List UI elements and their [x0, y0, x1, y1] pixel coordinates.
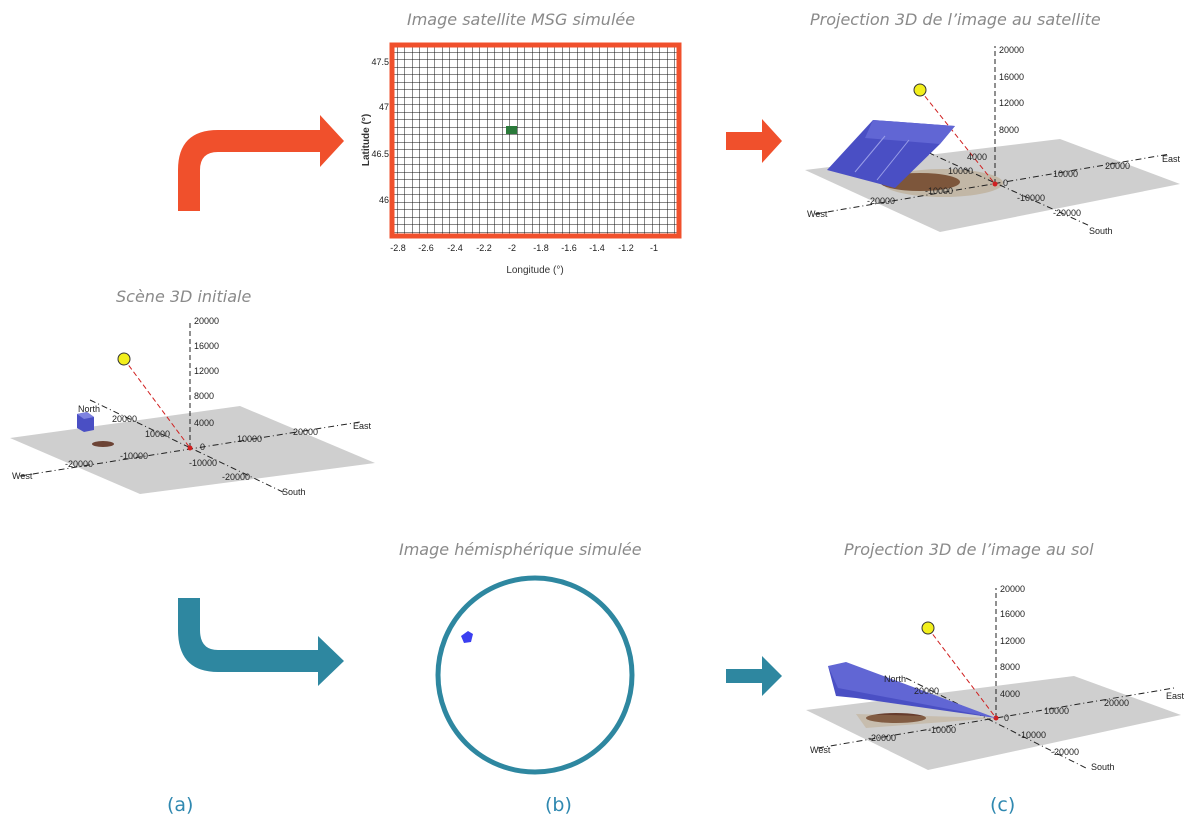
cloud-blob	[461, 631, 473, 643]
satellite-projection-scene: 20000 16000 12000 8000 4000 0 East West …	[805, 45, 1181, 236]
east-label: East	[1162, 154, 1181, 164]
west-label: West	[12, 471, 33, 481]
label-b: (b)	[545, 794, 572, 816]
xtick: -1.2	[618, 243, 634, 253]
ytick: 46	[379, 195, 389, 205]
ns-tick: -20000	[222, 472, 250, 482]
ew-tick: -20000	[868, 733, 896, 743]
xtick: -2.2	[476, 243, 492, 253]
title-satellite-image: Image satellite MSG simulée	[407, 10, 636, 29]
hemispheric-image	[435, 575, 635, 775]
vtick: 4000	[967, 152, 987, 162]
ew-tick: 20000	[1104, 698, 1129, 708]
ns-tick: -10000	[189, 458, 217, 468]
xtick: -1.6	[561, 243, 577, 253]
south-label: South	[282, 487, 306, 497]
satellite-image-plot: Latitude (°) Longitude (°) 47.5 47 46.5 …	[361, 42, 682, 276]
ground-projection-scene: 20000 16000 12000 8000 4000 0 East West …	[806, 584, 1185, 772]
ytick: 47	[379, 102, 389, 112]
title-hemispheric-image: Image hémisphérique simulée	[399, 540, 642, 559]
ns-tick: 10000	[948, 166, 973, 176]
teal-straight-arrow	[726, 656, 782, 696]
ew-tick: -10000	[120, 451, 148, 461]
east-label: East	[353, 421, 372, 431]
vtick: 4000	[1000, 689, 1020, 699]
east-label: East	[1166, 691, 1185, 701]
ytick: 47.5	[371, 57, 389, 67]
vtick: 12000	[1000, 636, 1025, 646]
vtick: 20000	[999, 45, 1024, 55]
ns-tick: 20000	[112, 414, 137, 424]
vtick: 16000	[194, 341, 219, 351]
vtick: 8000	[194, 391, 214, 401]
sun	[117, 352, 131, 366]
xtick: -1.8	[533, 243, 549, 253]
ew-tick: 20000	[293, 427, 318, 437]
title-initial-scene: Scène 3D initiale	[116, 287, 252, 306]
ns-tick: -10000	[1018, 730, 1046, 740]
orange-curved-arrow	[178, 115, 344, 211]
west-label: West	[807, 209, 828, 219]
sun	[921, 621, 935, 635]
vtick: 20000	[1000, 584, 1025, 594]
initial-scene: 20000 16000 12000 8000 4000 0 East West …	[10, 316, 375, 497]
ew-tick: 10000	[237, 434, 262, 444]
ns-tick: -20000	[1051, 747, 1079, 757]
xtick: -2.6	[418, 243, 434, 253]
ns-tick: 20000	[914, 686, 939, 696]
ew-tick: 20000	[1105, 161, 1130, 171]
ew-tick: -10000	[928, 725, 956, 735]
vtick: 8000	[1000, 662, 1020, 672]
ew-tick: -20000	[65, 459, 93, 469]
shadow	[92, 441, 114, 447]
north-label: North	[78, 404, 100, 414]
ew-tick: -20000	[867, 196, 895, 206]
vtick: 16000	[999, 72, 1024, 82]
vtick: 0	[1004, 713, 1009, 723]
vtick: 0	[200, 442, 205, 452]
ns-tick: -10000	[1017, 193, 1045, 203]
south-label: South	[1089, 226, 1113, 236]
vtick: 12000	[194, 366, 219, 376]
title-ground-projection: Projection 3D de l’image au sol	[844, 540, 1094, 559]
xtick: -2	[508, 243, 516, 253]
xtick: -2.8	[390, 243, 406, 253]
vtick: 20000	[194, 316, 219, 326]
vtick: 12000	[999, 98, 1024, 108]
teal-curved-arrow	[178, 598, 344, 686]
ground-plane	[10, 406, 375, 494]
cloud-pixel	[506, 126, 517, 134]
orange-straight-arrow	[726, 119, 782, 163]
sun	[913, 83, 927, 97]
vtick: 8000	[999, 125, 1019, 135]
shadow	[866, 713, 926, 723]
ns-tick: 10000	[145, 429, 170, 439]
vtick: 16000	[1000, 609, 1025, 619]
xtick: -1	[650, 243, 658, 253]
title-satellite-projection: Projection 3D de l’image au satellite	[810, 10, 1101, 29]
ns-tick: -20000	[1053, 208, 1081, 218]
vtick: 4000	[194, 418, 214, 428]
west-label: West	[810, 745, 831, 755]
vtick: 0	[1003, 178, 1008, 188]
label-c: (c)	[990, 794, 1016, 816]
xtick: -1.4	[589, 243, 605, 253]
ew-tick: -10000	[925, 186, 953, 196]
satellite-xlabel: Longitude (°)	[506, 265, 563, 276]
ew-tick: 10000	[1053, 169, 1078, 179]
xtick: -2.4	[447, 243, 463, 253]
satellite-ylabel: Latitude (°)	[361, 114, 372, 166]
label-a: (a)	[167, 794, 194, 816]
ew-tick: 10000	[1044, 706, 1069, 716]
ytick: 46.5	[371, 149, 389, 159]
north-label: North	[884, 674, 906, 684]
south-label: South	[1091, 762, 1115, 772]
